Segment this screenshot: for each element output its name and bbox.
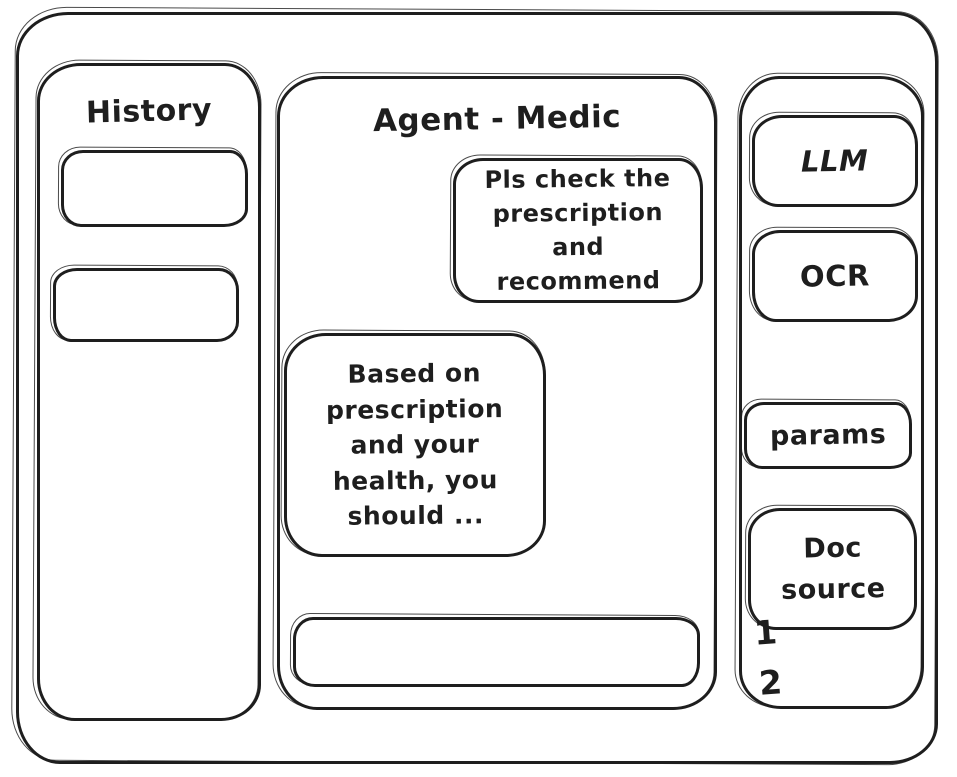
doc-source-item-1: 1 <box>752 612 779 653</box>
agent-message-text: Based on prescription and your health, y… <box>325 358 504 531</box>
doc-source-button-label: Doc source <box>780 531 886 605</box>
tools-panel: LLM OCR params Doc source 1 2 <box>739 76 924 709</box>
user-message-bubble: Pls check the prescription and recommend <box>453 158 703 303</box>
ocr-button-label: OCR <box>799 258 871 294</box>
ocr-button[interactable]: OCR <box>752 230 918 322</box>
history-item[interactable] <box>61 150 248 227</box>
doc-source-item-2: 2 <box>757 662 784 703</box>
app-frame: History Agent - Medic Pls check the pres… <box>16 12 938 764</box>
agent-message-bubble: Based on prescription and your health, y… <box>284 333 546 557</box>
chat-title-label: Agent - Medic <box>372 98 622 140</box>
message-input[interactable] <box>296 620 697 684</box>
user-message-text: Pls check the prescription and recommend <box>484 164 671 297</box>
history-item[interactable] <box>53 268 239 342</box>
history-title-label: History <box>85 92 213 131</box>
params-button[interactable]: params <box>744 402 912 469</box>
message-input-box <box>293 617 700 687</box>
llm-button-label: LLM <box>801 143 869 179</box>
llm-button[interactable]: LLM <box>752 115 918 207</box>
chat-panel: Agent - Medic Pls check the prescription… <box>277 76 717 710</box>
chat-title: Agent - Medic <box>280 98 714 140</box>
doc-source-button[interactable]: Doc source <box>748 508 917 630</box>
history-panel: History <box>37 63 261 721</box>
params-button-label: params <box>769 418 887 453</box>
history-title: History <box>40 92 258 131</box>
